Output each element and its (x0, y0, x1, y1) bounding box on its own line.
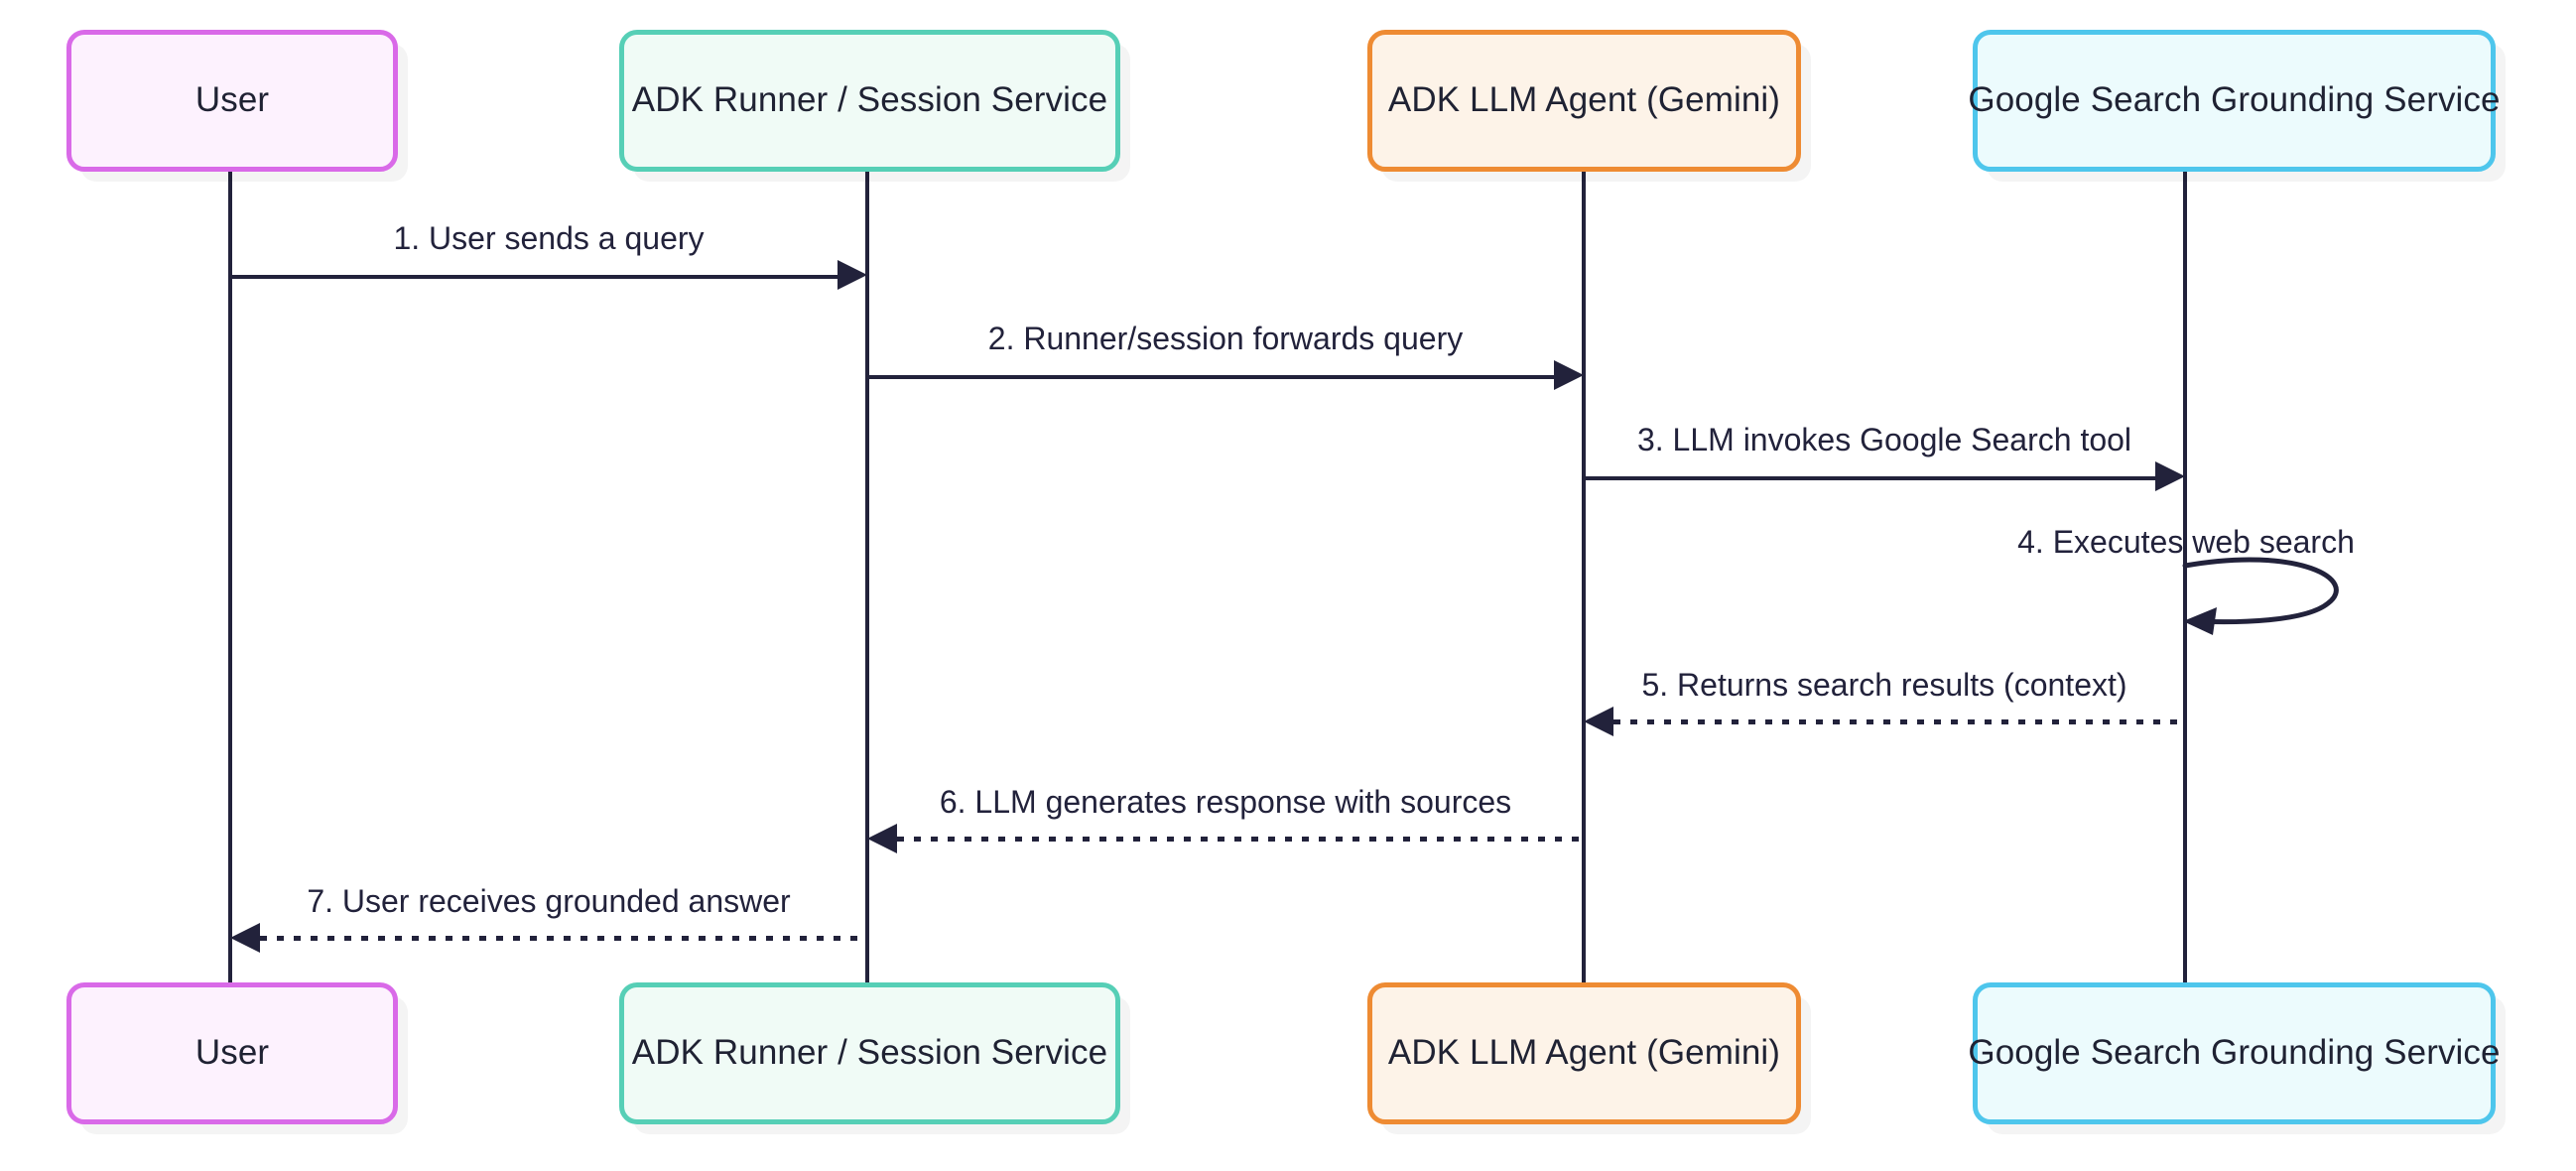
participant-label-search-bottom: Google Search Grounding Service (1968, 1033, 2501, 1073)
participant-box-runner-bottom[interactable]: ADK Runner / Session Service (619, 982, 1120, 1124)
participant-label-user: User (194, 80, 270, 120)
participant-label-runner: ADK Runner / Session Service (631, 80, 1108, 120)
message-label-6: 6. LLM generates response with sources (939, 784, 1512, 820)
arrowhead-left-6 (867, 824, 897, 853)
lifeline-user (228, 171, 232, 986)
message-label-1: 1. User sends a query (393, 220, 705, 256)
participant-box-search-top[interactable]: Google Search Grounding Service (1968, 30, 2500, 172)
participant-box-agent-bottom[interactable]: ADK LLM Agent (Gemini) (1367, 982, 1801, 1124)
arrowhead-right-2 (1554, 360, 1584, 390)
message-label-7: 7. User receives grounded answer (307, 883, 791, 919)
participant-box-user-bottom[interactable]: User (66, 982, 398, 1124)
message-self-loop-4[interactable] (2179, 552, 2378, 641)
message-label-5: 5. Returns search results (context) (1641, 667, 2127, 703)
lifeline-agent (1582, 171, 1586, 986)
arrowhead-left-5 (1584, 707, 1613, 736)
participant-box-runner-top[interactable]: ADK Runner / Session Service (619, 30, 1120, 172)
lifeline-runner (865, 171, 869, 986)
message-label-3: 3. LLM invokes Google Search tool (1636, 422, 2132, 457)
participant-box-agent-top[interactable]: ADK LLM Agent (Gemini) (1367, 30, 1801, 172)
participant-label-agent-bottom: ADK LLM Agent (Gemini) (1387, 1033, 1781, 1073)
participant-label-search: Google Search Grounding Service (1968, 80, 2501, 120)
participant-label-runner-bottom: ADK Runner / Session Service (631, 1033, 1108, 1073)
participant-label-user-bottom: User (194, 1033, 270, 1073)
message-label-2: 2. Runner/session forwards query (987, 321, 1464, 356)
participant-label-agent: ADK LLM Agent (Gemini) (1387, 80, 1781, 120)
arrowhead-right-1 (837, 260, 867, 290)
participant-box-search-bottom[interactable]: Google Search Grounding Service (1968, 982, 2500, 1124)
participant-box-user-top[interactable]: User (66, 30, 398, 172)
arrowhead-right-3 (2155, 461, 2185, 491)
arrowhead-left-7 (230, 923, 260, 953)
lifeline-search (2183, 171, 2187, 986)
